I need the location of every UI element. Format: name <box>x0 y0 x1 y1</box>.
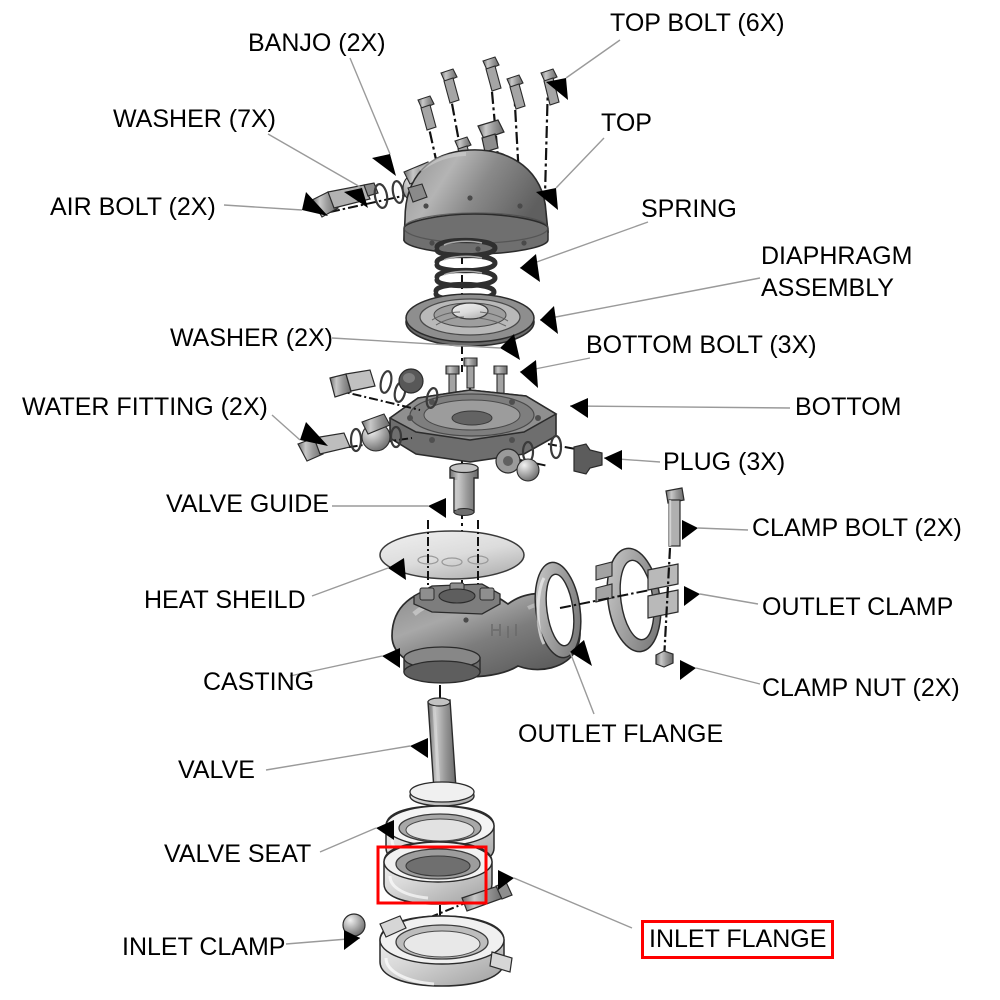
inlet-flange-highlight-box <box>376 845 488 905</box>
callout-label-washer-2x: WASHER (2X) <box>170 324 333 352</box>
callout-label-valve-seat: VALVE SEAT <box>164 840 312 868</box>
callout-label-inlet-flange: INLET FLANGE <box>641 920 835 959</box>
leader-lines <box>223 39 791 945</box>
callout-label-heat-shield: HEAT SHEILD <box>144 586 306 614</box>
bottom-plate-part <box>388 389 558 463</box>
callout-label-inlet-clamp: INLET CLAMP <box>122 933 286 961</box>
callout-label-valve: VALVE <box>178 756 255 784</box>
casting-part <box>391 582 581 684</box>
outlet-clamp-part <box>559 547 679 653</box>
valve-stem-part <box>409 697 475 807</box>
inlet-flange-part <box>383 841 493 905</box>
callout-label-air-bolt: AIR BOLT (2X) <box>50 193 216 221</box>
valve-guide-part <box>449 462 479 517</box>
diaphragm-assembly-part <box>405 293 535 347</box>
callout-label-water-fitting: WATER FITTING (2X) <box>22 393 268 421</box>
callout-label-spring: SPRING <box>641 195 737 223</box>
inlet-clamp-part <box>379 915 513 987</box>
callout-label-plug: PLUG (3X) <box>663 448 786 476</box>
outlet-flange-part <box>534 561 582 659</box>
spring-highlights <box>443 240 483 276</box>
callout-label-top-bolt: TOP BOLT (6X) <box>610 9 785 37</box>
plug-parts-group <box>495 434 603 482</box>
callout-label-diaphragm: DIAPHRAGM ASSEMBLY <box>761 242 913 302</box>
clamp-bolt-nut-group <box>655 487 685 668</box>
callout-arrowheads <box>300 78 700 950</box>
callout-label-banjo: BANJO (2X) <box>248 29 386 57</box>
water-fitting-assembly <box>297 413 413 462</box>
callout-label-clamp-nut: CLAMP NUT (2X) <box>762 674 960 702</box>
callout-label-outlet-flange: OUTLET FLANGE <box>518 720 724 748</box>
callout-label-clamp-bolt: CLAMP BOLT (2X) <box>752 514 962 542</box>
callout-label-casting: CASTING <box>203 668 315 696</box>
heat-shield-part <box>379 520 525 600</box>
callout-label-top: TOP <box>601 109 652 137</box>
callout-label-outlet-clamp: OUTLET CLAMP <box>762 593 954 621</box>
callout-label-valve-guide: VALVE GUIDE <box>166 490 330 518</box>
callout-label-bottom: BOTTOM <box>795 393 902 421</box>
upper-water-fitting-assembly <box>329 368 439 411</box>
callout-label-washer-7x: WASHER (7X) <box>113 105 276 133</box>
callout-label-bottom-bolt: BOTTOM BOLT (3X) <box>586 331 817 359</box>
